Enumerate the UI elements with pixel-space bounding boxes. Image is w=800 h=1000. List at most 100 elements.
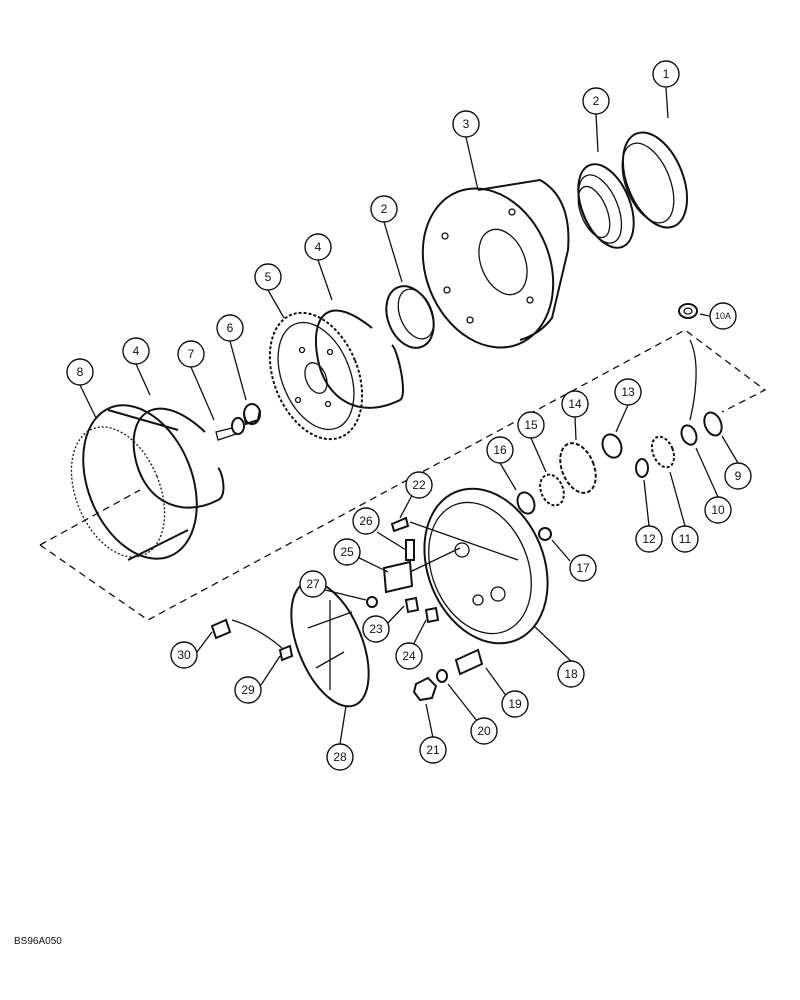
callout-5: 5 bbox=[254, 263, 282, 291]
callout-28: 28 bbox=[326, 743, 354, 771]
svg-text:16: 16 bbox=[493, 443, 507, 457]
part-3-wheel-hub bbox=[421, 178, 570, 349]
callout-18: 18 bbox=[557, 660, 585, 688]
callout-3: 3 bbox=[452, 110, 480, 138]
part-13-washer bbox=[601, 433, 623, 459]
svg-text:11: 11 bbox=[679, 532, 692, 546]
part-10-washer bbox=[680, 424, 698, 446]
callout-14: 14 bbox=[561, 390, 589, 418]
svg-text:15: 15 bbox=[524, 418, 538, 432]
callout-17: 17 bbox=[569, 554, 597, 582]
part-30-wire bbox=[231, 619, 283, 649]
callout-10: 10 bbox=[704, 496, 732, 524]
part-2-bearing-cone-lower bbox=[385, 285, 435, 349]
callout-21: 21 bbox=[419, 736, 447, 764]
callout-1: 1 bbox=[652, 60, 680, 88]
svg-text:25: 25 bbox=[340, 545, 354, 559]
svg-text:30: 30 bbox=[177, 648, 191, 662]
callout-4: 4 bbox=[304, 233, 332, 261]
svg-text:19: 19 bbox=[508, 697, 522, 711]
callout-2: 2 bbox=[370, 195, 398, 223]
svg-text:20: 20 bbox=[477, 724, 491, 738]
callout-10a: 10A bbox=[709, 302, 737, 330]
callout-7: 7 bbox=[177, 340, 205, 368]
callout-9: 9 bbox=[724, 462, 752, 490]
part-2-bearing-cone-upper bbox=[577, 163, 635, 249]
part-29-bolt bbox=[278, 644, 294, 662]
part-20-washer bbox=[436, 669, 448, 683]
part-14-planet-gear bbox=[559, 442, 597, 494]
svg-text:18: 18 bbox=[564, 667, 578, 681]
callout-25: 25 bbox=[333, 538, 361, 566]
svg-text:21: 21 bbox=[426, 743, 440, 757]
part-18-carrier bbox=[423, 487, 549, 645]
svg-text:2: 2 bbox=[593, 94, 600, 108]
svg-text:22: 22 bbox=[412, 478, 426, 492]
svg-text:26: 26 bbox=[359, 514, 373, 528]
svg-text:17: 17 bbox=[576, 561, 590, 575]
part-19-stud bbox=[454, 648, 484, 676]
part-28-cover bbox=[290, 580, 370, 708]
part-30-plug bbox=[210, 618, 232, 640]
svg-text:5: 5 bbox=[265, 270, 272, 284]
svg-text:28: 28 bbox=[333, 750, 347, 764]
part-27-o-ring bbox=[366, 596, 378, 608]
callout-4: 4 bbox=[122, 337, 150, 365]
svg-text:4: 4 bbox=[315, 240, 322, 254]
part-25-shaft bbox=[382, 560, 414, 594]
callout-2: 2 bbox=[582, 87, 610, 115]
part-8-ring-gear bbox=[70, 404, 198, 561]
svg-text:12: 12 bbox=[642, 532, 656, 546]
svg-text:3: 3 bbox=[463, 117, 470, 131]
part-10a-bushing bbox=[678, 303, 698, 319]
part-21-nut bbox=[412, 676, 438, 702]
part-17-bolt bbox=[538, 527, 552, 541]
callout-27: 27 bbox=[299, 570, 327, 598]
part-25-wire bbox=[409, 547, 461, 573]
callout-13: 13 bbox=[614, 378, 642, 406]
svg-text:1: 1 bbox=[663, 67, 670, 81]
callout-19: 19 bbox=[501, 690, 529, 718]
callout-6: 6 bbox=[216, 314, 244, 342]
callout-20: 20 bbox=[470, 717, 498, 745]
assembly-boundary bbox=[39, 329, 767, 621]
reference-code: BS96A050 bbox=[14, 936, 62, 947]
svg-text:14: 14 bbox=[568, 397, 582, 411]
part-15-gear bbox=[539, 473, 565, 507]
part-22-pin bbox=[390, 516, 410, 533]
callout-12: 12 bbox=[635, 525, 663, 553]
svg-text:6: 6 bbox=[227, 321, 234, 335]
callout-24: 24 bbox=[395, 642, 423, 670]
part-5-gear bbox=[268, 311, 364, 441]
part-4-snap-ring-upper bbox=[314, 309, 404, 409]
callout-8: 8 bbox=[66, 358, 94, 386]
svg-text:10A: 10A bbox=[715, 311, 731, 321]
callout-16: 16 bbox=[486, 436, 514, 464]
svg-text:29: 29 bbox=[241, 683, 255, 697]
callout-23: 23 bbox=[362, 615, 390, 643]
part-4-snap-ring-lower bbox=[132, 407, 225, 509]
svg-text:8: 8 bbox=[77, 365, 84, 379]
part-11-planet-gear bbox=[650, 435, 676, 469]
callout-22: 22 bbox=[405, 471, 433, 499]
svg-text:7: 7 bbox=[188, 347, 195, 361]
part-1-bearing-cup bbox=[621, 131, 689, 229]
callout-30: 30 bbox=[170, 641, 198, 669]
part-23-plug bbox=[404, 596, 420, 614]
callout-26: 26 bbox=[352, 507, 380, 535]
part-7-bolt bbox=[215, 417, 245, 441]
svg-text:4: 4 bbox=[133, 344, 140, 358]
callout-15: 15 bbox=[517, 411, 545, 439]
callout-11: 11 bbox=[671, 525, 699, 553]
svg-text:24: 24 bbox=[402, 649, 416, 663]
part-12-washer bbox=[635, 458, 649, 478]
leader-lines bbox=[79, 87, 739, 745]
svg-text:9: 9 bbox=[735, 469, 742, 483]
part-24-plug bbox=[424, 606, 440, 624]
svg-text:27: 27 bbox=[306, 577, 320, 591]
part-26-roll-pin bbox=[405, 539, 415, 561]
callout-29: 29 bbox=[234, 676, 262, 704]
part-6-bushing bbox=[243, 403, 261, 426]
callouts: 1 2 2 3 4 4 5 6 7 8 9 10 10A 11 12 13 14… bbox=[66, 60, 752, 771]
